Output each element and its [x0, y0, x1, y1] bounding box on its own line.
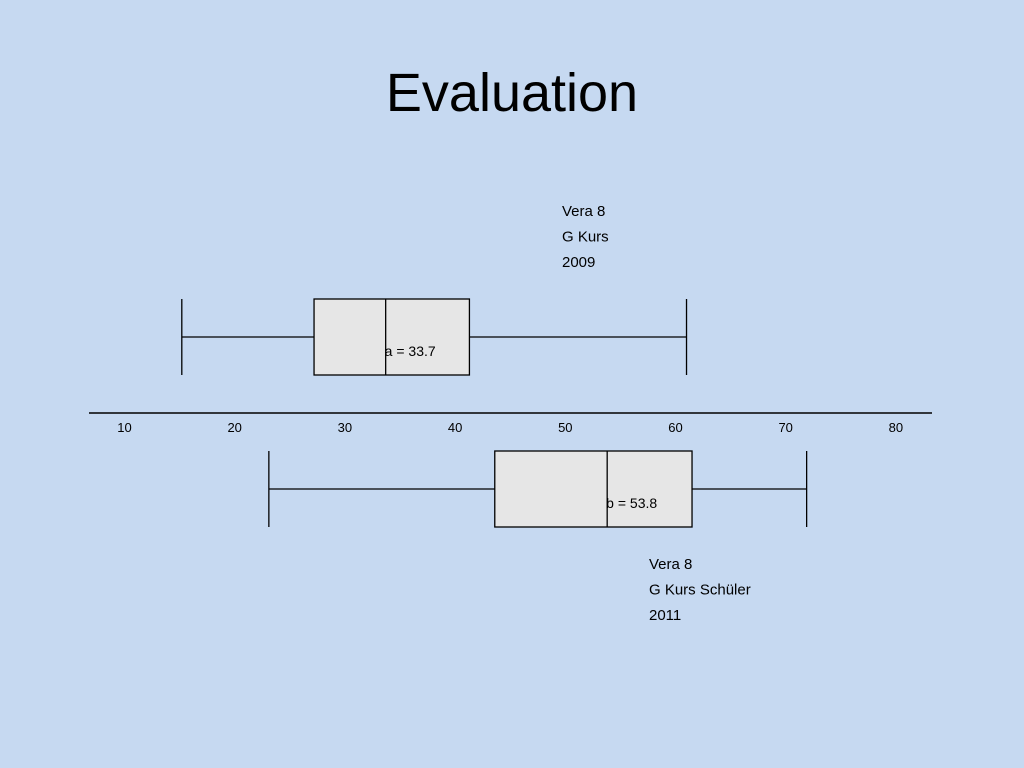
series-label-line: 2011 [649, 607, 681, 624]
iqr-box [313, 298, 471, 376]
series-label: Vera 8 G Kurs Schüler 2011 [649, 556, 751, 624]
iqr-box [494, 450, 693, 528]
tick-label: 30 [338, 420, 352, 435]
series-label-line: G Kurs [562, 229, 609, 246]
slide-title: Evaluation [385, 63, 639, 123]
boxplot-series: b = 53.8 [268, 450, 808, 528]
median-label: b = 53.8 [606, 495, 657, 511]
tick-label: 60 [668, 420, 682, 435]
tick-label: 80 [889, 420, 903, 435]
tick-label: 70 [778, 420, 792, 435]
series-label-line: Vera 8 [562, 203, 605, 220]
tick-label: 50 [558, 420, 572, 435]
series-label: Vera 8 G Kurs 2009 [562, 203, 609, 271]
x-axis: 10 20 30 40 50 60 70 80 [89, 412, 932, 435]
tick-label: 20 [227, 420, 241, 435]
tick-label: 40 [448, 420, 462, 435]
boxplot-series: a = 33.7 [181, 298, 688, 376]
series-label-line: 2009 [562, 254, 595, 271]
tick-label: 10 [117, 420, 131, 435]
boxplots: a = 33.7 b = 53.8 [181, 298, 808, 528]
series-label-line: Vera 8 [649, 556, 692, 573]
series-label-line: G Kurs Schüler [649, 582, 751, 599]
median-label: a = 33.7 [385, 343, 436, 359]
